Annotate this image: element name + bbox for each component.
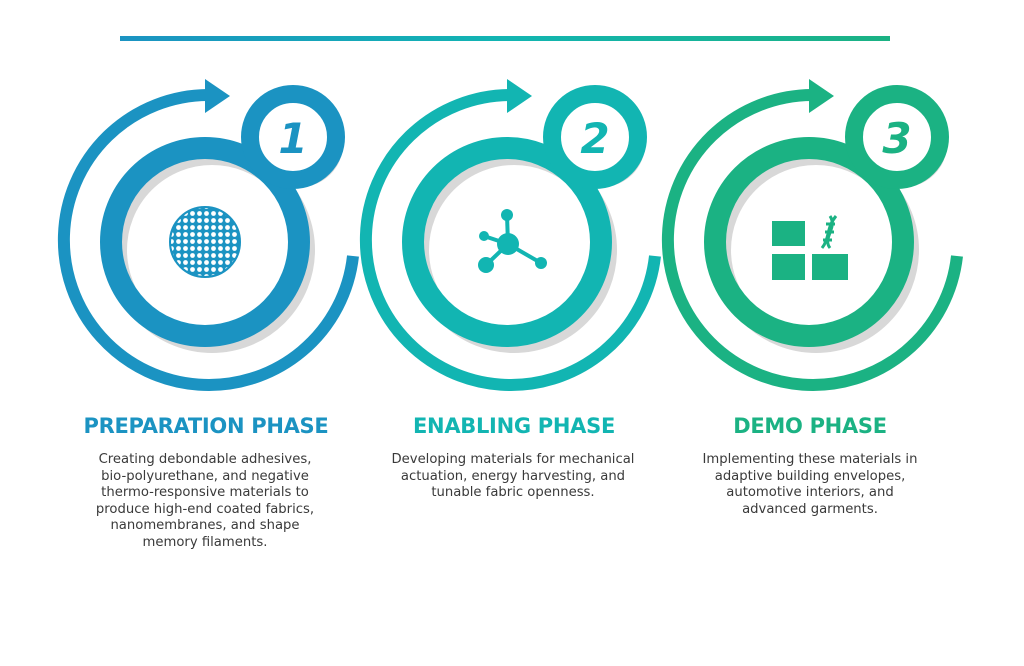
phase-1-arrow-head (205, 79, 230, 113)
phase-1-inner-ring (100, 137, 310, 347)
phase-2-title: ENABLING PHASE (413, 414, 615, 438)
top-gradient-bar (120, 36, 890, 41)
phase-1-outer-arc (57, 89, 359, 391)
phase-2-arrow-head (507, 79, 532, 113)
phase-3-description: Implementing these materials in adaptive… (702, 452, 918, 517)
molecule-network-icon (478, 209, 547, 273)
phase-3-arrow-head (809, 79, 834, 113)
phase-1-graphic: 1 (57, 79, 359, 391)
phase-3-title: DEMO PHASE (733, 414, 887, 438)
phase-2-number-badge (543, 85, 647, 189)
phase-3-outer-arc (661, 89, 963, 391)
phase-3-inner-ring (704, 137, 914, 347)
phase-2-number: 2 (580, 114, 609, 163)
phase-2-graphic: 2 (359, 79, 661, 391)
phase-1-number: 1 (278, 114, 307, 163)
phase-1-title: PREPARATION PHASE (83, 414, 329, 438)
phase-3-graphic: 3 (661, 79, 963, 391)
phase-1-description: Creating debondable adhesives, bio-polyu… (95, 452, 315, 550)
phase-1-number-badge (241, 85, 345, 189)
blocks-dna-icon (772, 215, 848, 280)
phase-2-description: Developing materials for mechanical actu… (391, 452, 635, 500)
phase-3-number: 3 (882, 114, 911, 163)
phase-2-inner-ring (402, 137, 612, 347)
golf-ball-icon (169, 206, 241, 278)
phase-3-number-badge (845, 85, 949, 189)
phase-2-outer-arc (359, 89, 661, 391)
